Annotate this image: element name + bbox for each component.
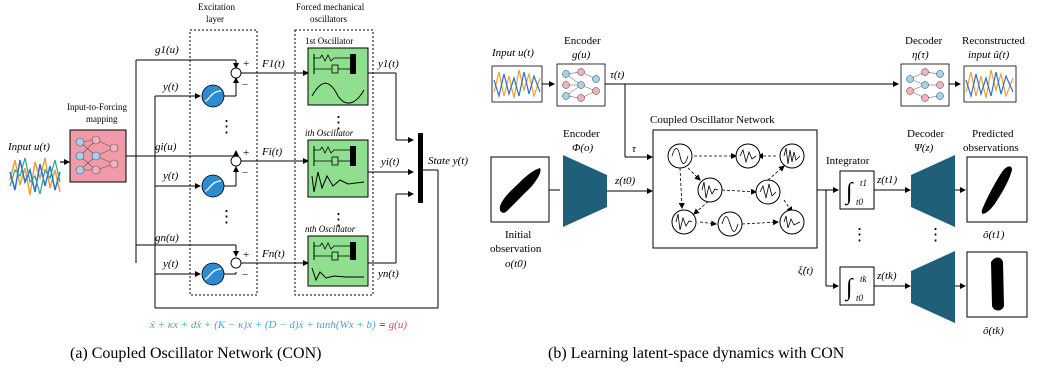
forced-oscillators-box — [294, 29, 374, 296]
nonlinearity-n — [201, 262, 225, 286]
osc-dots-1: ⋮ — [330, 113, 347, 132]
oscn-label: nth Oscillator — [305, 224, 356, 234]
state-label: State y(t) — [428, 155, 468, 167]
con-equation: ẍ + κx + dẋ + (K − κ)x + (D − d)ẋ + tanh… — [149, 319, 407, 331]
reconstructed-sub: input û(t) — [968, 49, 1010, 61]
nonlinearity-i — [201, 174, 225, 198]
b-input-label: Input u(t) — [491, 47, 534, 59]
predicted-sub: observations — [963, 142, 1019, 154]
network-nodes — [667, 143, 805, 237]
xi-dot-label: ξ̇(t) — [798, 265, 813, 277]
sum-junction-i — [230, 155, 242, 167]
svg-text:∫: ∫ — [844, 179, 854, 206]
decoder-psi-sub: Ψ(z) — [914, 142, 934, 154]
svg-text:t0: t0 — [856, 293, 864, 303]
input-label: Input u(t) — [7, 141, 50, 153]
svg-text:∫: ∫ — [844, 275, 854, 302]
forced-oscillators-label: Forced mechanical oscillators — [296, 2, 366, 24]
plus-1: + — [243, 58, 249, 70]
minus-n: − — [242, 269, 248, 281]
panel-b: Input u(t) Encoder g(u) — [490, 35, 1028, 362]
y-feedback-n: y(t) — [162, 258, 179, 270]
mlp-icon — [75, 135, 119, 175]
gi-label: gi(u) — [155, 141, 177, 153]
encoder-phi-sub: Φ(o) — [572, 142, 594, 154]
decoder-psi-trapezoid-k — [911, 251, 955, 323]
network-title: Coupled Oscillator Network — [650, 114, 775, 126]
encoder-phi-title: Encoder — [563, 128, 600, 140]
decoder-dots: ⋮ — [927, 225, 944, 244]
initial-observation-label: Initial observation — [490, 229, 542, 255]
z-tk-label: z(tk) — [876, 270, 897, 282]
predicted-observation-k — [966, 251, 1028, 318]
reconstructed-title: Reconstructed — [962, 35, 1025, 47]
initial-observation-sym: o(t0) — [505, 258, 527, 270]
panel-a: Input u(t) Input-to-Forcing mapping — [7, 2, 468, 362]
excitation-dots-1: ⋮ — [218, 117, 235, 136]
oscillator-1-box — [307, 47, 369, 106]
z-t0-label: z(t0) — [614, 175, 636, 187]
gn-label: gn(u) — [155, 232, 179, 244]
mux-bar — [418, 133, 423, 203]
integrator-1: ∫ t1 t0 — [839, 170, 875, 210]
yn-label: yn(t) — [377, 268, 399, 280]
sum-junction-n — [230, 257, 242, 269]
minus-i: − — [242, 167, 248, 179]
y-feedback-i: y(t) — [162, 170, 179, 182]
Fn-label: Fn(t) — [261, 248, 285, 260]
svg-text:tk: tk — [860, 274, 868, 284]
y-feedback-1: y(t) — [162, 81, 179, 93]
predicted-title: Predicted — [972, 128, 1014, 140]
b-input-signal — [491, 65, 543, 103]
excitation-layer-label: Excitation layer — [198, 2, 237, 24]
o-hat-k-label: ô(tk) — [983, 325, 1004, 337]
integrator-dots: ⋮ — [851, 225, 868, 244]
oscillator-i-box — [307, 139, 369, 198]
z-t1-label: z(t1) — [876, 174, 898, 186]
decoder-psi-title: Decoder — [907, 128, 945, 140]
excitation-layer-box — [189, 29, 258, 296]
yi-label: yi(t) — [380, 156, 400, 168]
y1-label: y1(t) — [377, 58, 399, 70]
integrator-title: Integrator — [826, 155, 870, 167]
predicted-observation-1 — [966, 156, 1028, 223]
input-signal-plot — [9, 157, 61, 196]
initial-observation-image — [490, 156, 550, 223]
g1-label: g1(u) — [155, 44, 179, 56]
encoder-g-title: Encoder — [564, 35, 601, 47]
encoder-g-sub: g(u) — [572, 49, 591, 61]
caption-b: (b) Learning latent-space dynamics with … — [548, 345, 845, 362]
integrator-k: ∫ tk t0 — [839, 266, 875, 306]
Fi-label: Fi(t) — [261, 146, 282, 158]
F1-label: F1(t) — [261, 58, 285, 70]
osc-dots-2: ⋮ — [330, 210, 347, 229]
nonlinearity-1 — [201, 84, 225, 108]
plus-n: + — [243, 249, 249, 261]
svg-text:t0: t0 — [856, 197, 864, 207]
plus-i: + — [243, 147, 249, 159]
caption-a: (a) Coupled Oscillator Network (CON) — [70, 345, 322, 362]
oscillator-n-box — [307, 235, 369, 287]
reconstructed-signal — [963, 65, 1017, 103]
mapping-label: Input-to-Forcing mapping — [67, 102, 129, 124]
decoder-psi-trapezoid-1 — [911, 155, 955, 227]
svg-text:t1: t1 — [860, 178, 867, 188]
encoder-phi-trapezoid — [563, 155, 607, 227]
minus-1: − — [242, 79, 248, 91]
tau-t-label: τ(t) — [610, 69, 625, 81]
decoder-eta-box — [900, 63, 950, 107]
o-hat-1-label: ô(t1) — [983, 229, 1005, 241]
excitation-dots-2: ⋮ — [218, 207, 235, 226]
osc1-label: 1st Oscillator — [305, 36, 353, 46]
decoder-eta-title: Decoder — [905, 35, 943, 47]
encoder-g-box — [556, 63, 606, 107]
decoder-eta-sub: η(τ) — [912, 49, 929, 61]
tau-label: τ — [632, 143, 637, 155]
sum-junction-1 — [230, 67, 242, 79]
osci-label: ith Oscillator — [305, 128, 354, 138]
